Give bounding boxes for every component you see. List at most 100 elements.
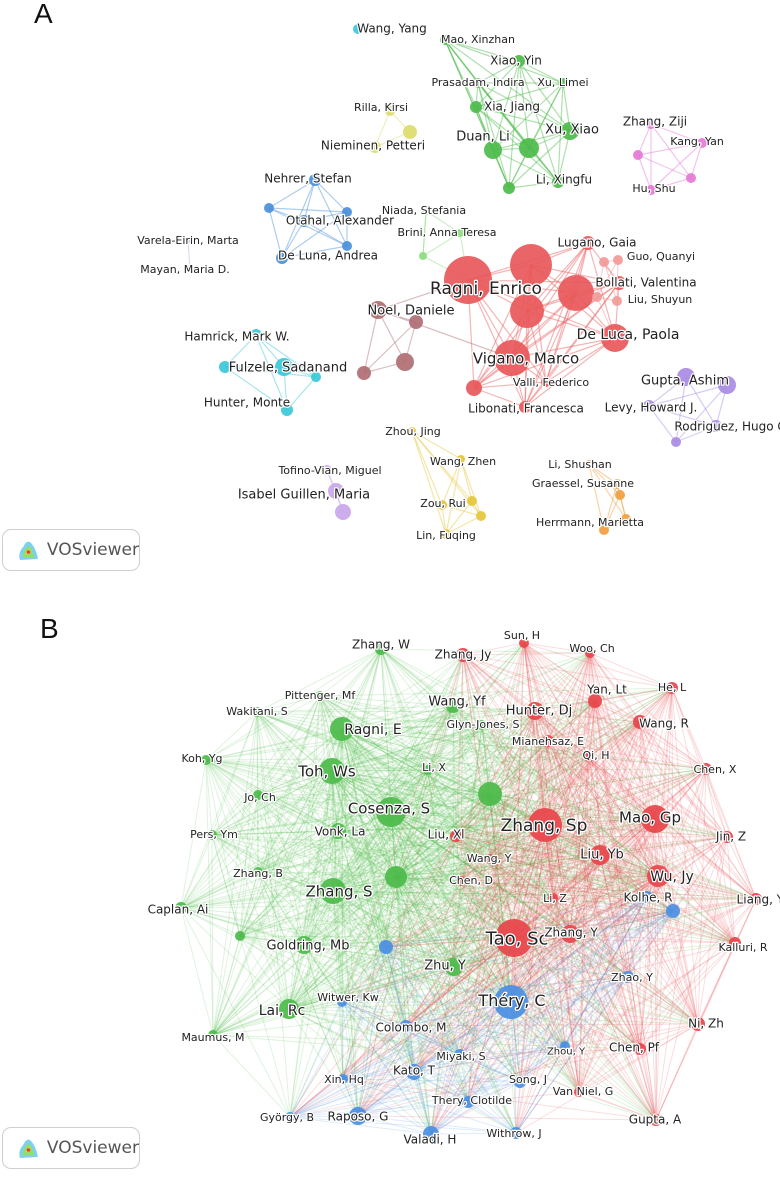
node-vigano-marco[interactable]: [494, 340, 530, 376]
node-caplan-ai[interactable]: [175, 902, 187, 914]
node-unlabeled[interactable]: [671, 437, 681, 447]
node-unlabeled[interactable]: [478, 782, 502, 806]
node-brini-anna-teresa[interactable]: [456, 229, 464, 237]
node-lugano-gaia[interactable]: [581, 236, 595, 250]
node-li-xingfu[interactable]: [552, 176, 564, 188]
node-noel-daniele[interactable]: [369, 301, 387, 319]
node-de-luna-andrea[interactable]: [276, 252, 288, 264]
node-wakitani-s[interactable]: [252, 707, 262, 717]
node-sun-h[interactable]: [519, 638, 529, 648]
node-unlabeled[interactable]: [466, 380, 482, 396]
node-unlabeled[interactable]: [403, 125, 417, 139]
node-prasadam-indira[interactable]: [473, 78, 483, 88]
node-toh-ws[interactable]: [319, 758, 345, 784]
node-zhao-y[interactable]: [622, 971, 634, 983]
node-jin-z[interactable]: [721, 831, 733, 843]
node-unlabeled[interactable]: [467, 496, 477, 506]
node-zhu-y[interactable]: [445, 958, 463, 976]
node-wang-y[interactable]: [485, 854, 495, 864]
node-unlabeled[interactable]: [476, 511, 486, 521]
node-valadi-h[interactable]: [423, 1126, 439, 1142]
node-unlabeled[interactable]: [396, 353, 414, 371]
node-zou-rui[interactable]: [437, 500, 447, 510]
node-jo-ch[interactable]: [253, 790, 263, 800]
node-isabel-guillen-maria[interactable]: [328, 483, 344, 499]
node-van-niel-g[interactable]: [574, 1087, 584, 1097]
node-herrmann-marietta[interactable]: [599, 525, 609, 535]
node-gupta-a[interactable]: [650, 1114, 662, 1126]
node-otahal-alexander[interactable]: [298, 215, 310, 227]
node-unlabeled[interactable]: [264, 203, 274, 213]
node-unlabeled[interactable]: [342, 241, 352, 251]
node-ni-zh[interactable]: [691, 1017, 705, 1031]
node-levy-howard-j[interactable]: [643, 400, 655, 412]
node-kalluri-r[interactable]: [729, 937, 741, 949]
node-li-shushan[interactable]: [585, 460, 593, 468]
node-tofino-vian-miguel[interactable]: [322, 465, 332, 475]
node-zhang-y[interactable]: [561, 925, 579, 943]
node-guo-quanyi[interactable]: [613, 255, 623, 265]
node-hu-shu[interactable]: [646, 185, 656, 195]
node-raposo-g[interactable]: [349, 1107, 367, 1125]
node-chen-x[interactable]: [700, 763, 712, 775]
node-withrow-j[interactable]: [510, 1127, 522, 1139]
node-ragni-enrico[interactable]: [444, 256, 492, 304]
node-liu-xl[interactable]: [450, 830, 462, 842]
node-unlabeled[interactable]: [519, 138, 539, 158]
node-fulzele-sadanand[interactable]: [275, 358, 293, 376]
node-libonati-francesca[interactable]: [519, 401, 531, 413]
node-unlabeled[interactable]: [510, 294, 544, 328]
node-gy-rgy-b[interactable]: [285, 1112, 295, 1122]
node-wang-r[interactable]: [633, 715, 647, 729]
node-unlabeled[interactable]: [357, 366, 371, 380]
node-pittenger-mf[interactable]: [315, 691, 325, 701]
node-vonk-la[interactable]: [330, 823, 346, 839]
node-unlabeled[interactable]: [385, 866, 407, 888]
node-yan-lt[interactable]: [588, 694, 602, 708]
node-xin-hq[interactable]: [338, 1074, 348, 1084]
node-ragni-e[interactable]: [330, 717, 354, 741]
node-wu-jy[interactable]: [647, 865, 669, 887]
node-tao-sc[interactable]: [495, 919, 533, 957]
node-kato-t[interactable]: [406, 1064, 422, 1080]
node-lai-rc[interactable]: [279, 999, 299, 1019]
node-graessel-susanne[interactable]: [612, 479, 622, 489]
node-unlabeled[interactable]: [342, 207, 352, 217]
node-witwer-kw[interactable]: [337, 997, 347, 1007]
node-cosenza-s[interactable]: [376, 797, 406, 827]
node-duan-li[interactable]: [484, 141, 502, 159]
node-nehrer-stefan[interactable]: [309, 174, 321, 186]
node-unlabeled[interactable]: [718, 376, 736, 394]
node-valli-federico[interactable]: [541, 377, 551, 387]
node-koh-yg[interactable]: [201, 755, 211, 765]
node-unlabeled[interactable]: [633, 150, 643, 160]
node-unlabeled[interactable]: [510, 244, 552, 286]
node-hunter-monte[interactable]: [281, 404, 293, 416]
node-mianehsaz-e[interactable]: [542, 735, 554, 747]
node-mayan-maria-d[interactable]: [187, 265, 193, 271]
node-glyn-jones-s[interactable]: [477, 720, 487, 730]
node-lin-fuqing[interactable]: [441, 529, 451, 539]
node-zhang-sp[interactable]: [528, 808, 562, 842]
node-unlabeled[interactable]: [592, 292, 602, 302]
node-wang-yf[interactable]: [446, 699, 460, 713]
node-colombo-m[interactable]: [400, 1020, 412, 1032]
node-nieminen-petteri[interactable]: [369, 141, 381, 153]
node-hamrick-mark-w[interactable]: [250, 329, 262, 341]
node-chen-pf[interactable]: [634, 1043, 646, 1055]
node-unlabeled[interactable]: [615, 490, 625, 500]
node-unlabeled[interactable]: [558, 275, 594, 311]
node-rilla-kirsi[interactable]: [385, 106, 395, 116]
node-unlabeled[interactable]: [419, 252, 427, 260]
node-unlabeled[interactable]: [503, 182, 515, 194]
node-liu-yb[interactable]: [590, 845, 610, 865]
node-maumus-m[interactable]: [208, 1030, 218, 1040]
node-xiao-yin[interactable]: [513, 55, 525, 67]
node-liang-yj[interactable]: [750, 893, 762, 905]
node-rodriguez-hugo-c[interactable]: [710, 420, 722, 432]
node-zhou-y[interactable]: [560, 1041, 570, 1051]
node-zhang-ziji[interactable]: [646, 119, 656, 129]
node-hunter-dj[interactable]: [526, 702, 544, 720]
node-unlabeled[interactable]: [335, 504, 351, 520]
node-zhang-w[interactable]: [375, 643, 387, 655]
